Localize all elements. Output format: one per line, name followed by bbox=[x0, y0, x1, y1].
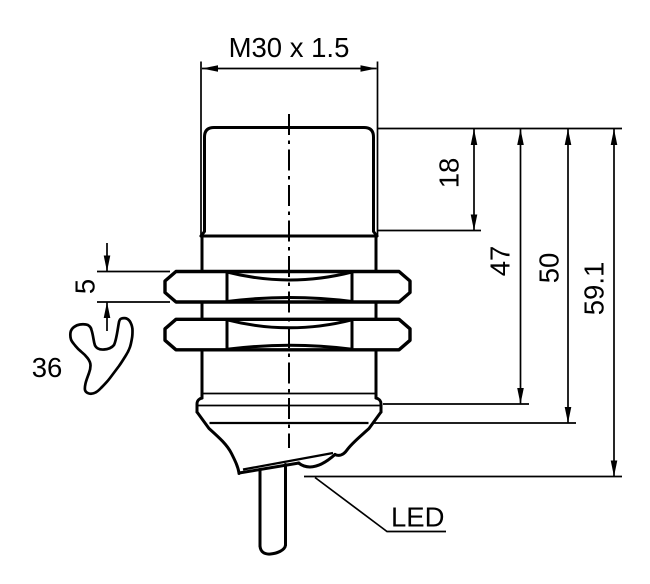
dimension-total-length: 59.1 bbox=[304, 128, 622, 478]
dimension-head-height: 18 bbox=[377, 127, 622, 232]
bell-right bbox=[333, 410, 383, 457]
sensor-body bbox=[195, 126, 383, 475]
dimension-thread: M30 x 1.5 bbox=[200, 32, 379, 236]
dimension-housing-length: 50 bbox=[372, 128, 576, 424]
bottom-face-inner bbox=[242, 451, 334, 471]
thread-spec-label: M30 x 1.5 bbox=[229, 32, 350, 63]
housing-length-label: 50 bbox=[534, 253, 565, 284]
bottom-face-outer bbox=[237, 461, 301, 475]
bell-left bbox=[195, 410, 241, 475]
dimension-thread-length: 47 bbox=[383, 128, 529, 405]
cable bbox=[258, 463, 287, 556]
hex-nut-lower bbox=[163, 317, 412, 352]
led-annotation: LED bbox=[314, 476, 446, 533]
wrench-size-annotation: 36 bbox=[32, 316, 134, 396]
wrench-size-label: 36 bbox=[32, 352, 63, 383]
nut-thickness-label: 5 bbox=[70, 279, 101, 294]
thread-length-label: 47 bbox=[485, 246, 516, 277]
led-label: LED bbox=[391, 502, 445, 533]
wrench-icon bbox=[68, 316, 134, 396]
flange-right bbox=[374, 396, 383, 414]
hex-nut-upper bbox=[163, 269, 412, 304]
led-indicator bbox=[297, 453, 337, 469]
head-height-label: 18 bbox=[434, 158, 465, 189]
total-length-label: 59.1 bbox=[579, 262, 610, 316]
dimension-nut-thickness: 5 bbox=[70, 243, 170, 331]
flange-left bbox=[195, 396, 204, 414]
